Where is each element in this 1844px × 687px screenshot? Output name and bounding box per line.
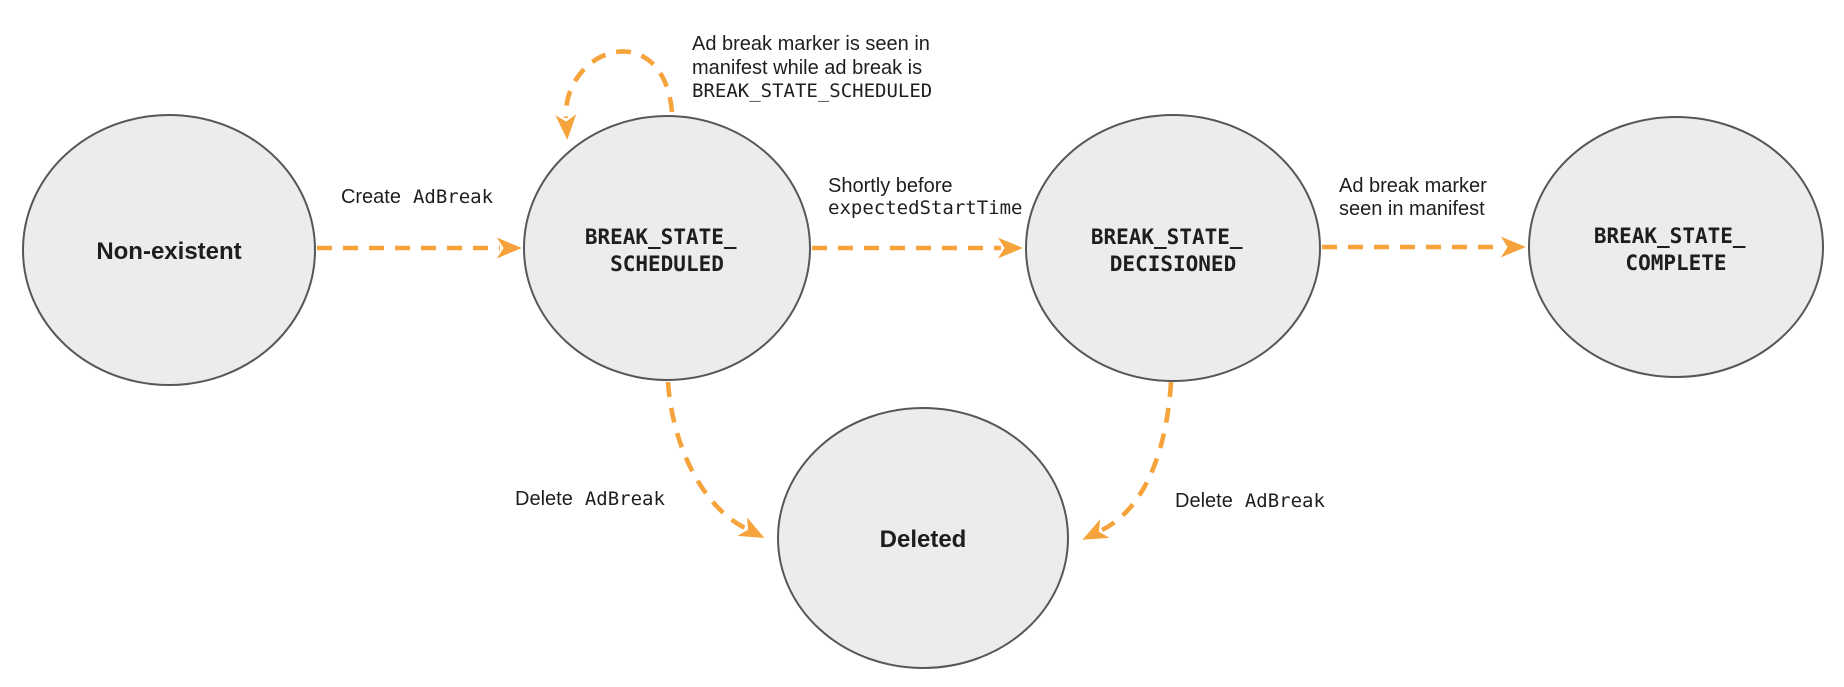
label-delete-right-code: AdBreak xyxy=(1245,490,1326,512)
state-label-line1: BREAK_STATE_ xyxy=(1091,225,1243,249)
label-create-adbreak: Create AdBreak xyxy=(341,186,494,208)
state-label-line1: BREAK_STATE_ xyxy=(1594,224,1746,248)
label-self-loop-code: BREAK_STATE_SCHEDULED xyxy=(692,80,932,102)
label-self-loop: Ad break marker is seen in manifest whil… xyxy=(692,33,935,102)
state-label-line2: COMPLETE xyxy=(1625,251,1726,275)
label-marker-seen: Ad break marker seen in manifest xyxy=(1339,175,1492,220)
state-deleted: Deleted xyxy=(777,407,1069,669)
state-label-line1: BREAK_STATE_ xyxy=(585,225,737,249)
state-break-state-decisioned-label: BREAK_STATE_ DECISIONED xyxy=(1091,225,1255,276)
state-deleted-label: Deleted xyxy=(880,526,967,553)
state-deleted-shape xyxy=(777,407,1069,669)
state-break-state-decisioned-shape xyxy=(1025,114,1321,382)
label-marker-seen-line2: seen in manifest xyxy=(1339,198,1485,220)
state-label-line2: DECISIONED xyxy=(1110,252,1236,276)
state-break-state-complete: BREAK_STATE_ COMPLETE xyxy=(1528,116,1824,378)
state-break-state-scheduled-shape xyxy=(523,115,811,381)
state-non-existent: Non-existent xyxy=(22,114,316,386)
label-delete-adbreak-left: Delete AdBreak xyxy=(515,488,665,510)
label-shortly-before: Shortly before expectedStartTime xyxy=(828,175,1022,219)
label-self-loop-line2: manifest while ad break is xyxy=(692,57,922,79)
edge-delete-from-scheduled xyxy=(665,381,765,538)
label-shortly-before-line1: Shortly before xyxy=(828,175,953,197)
edge-delete-from-decisioned xyxy=(1082,381,1174,540)
state-non-existent-shape xyxy=(22,114,316,386)
state-label-line2: SCHEDULED xyxy=(610,252,724,276)
state-break-state-scheduled: BREAK_STATE_ SCHEDULED xyxy=(523,115,811,381)
label-delete-left-text: Delete xyxy=(515,488,573,510)
state-break-state-scheduled-label: BREAK_STATE_ SCHEDULED xyxy=(585,225,749,276)
label-delete-adbreak-right: Delete AdBreak xyxy=(1175,490,1325,512)
label-shortly-before-code: expectedStartTime xyxy=(828,197,1022,219)
label-delete-left-code: AdBreak xyxy=(585,488,666,510)
state-non-existent-label: Non-existent xyxy=(96,238,241,265)
label-marker-seen-line1: Ad break marker xyxy=(1339,175,1487,197)
label-create-adbreak-code: AdBreak xyxy=(413,186,494,208)
state-break-state-complete-shape xyxy=(1528,116,1824,378)
label-create-adbreak-text: Create xyxy=(341,186,401,208)
edge-self-loop-scheduled xyxy=(555,49,675,140)
state-break-state-decisioned: BREAK_STATE_ DECISIONED xyxy=(1025,114,1321,382)
label-self-loop-line1: Ad break marker is seen in xyxy=(692,33,930,55)
state-break-state-complete-label: BREAK_STATE_ COMPLETE xyxy=(1594,224,1758,275)
label-delete-right-text: Delete xyxy=(1175,490,1233,512)
